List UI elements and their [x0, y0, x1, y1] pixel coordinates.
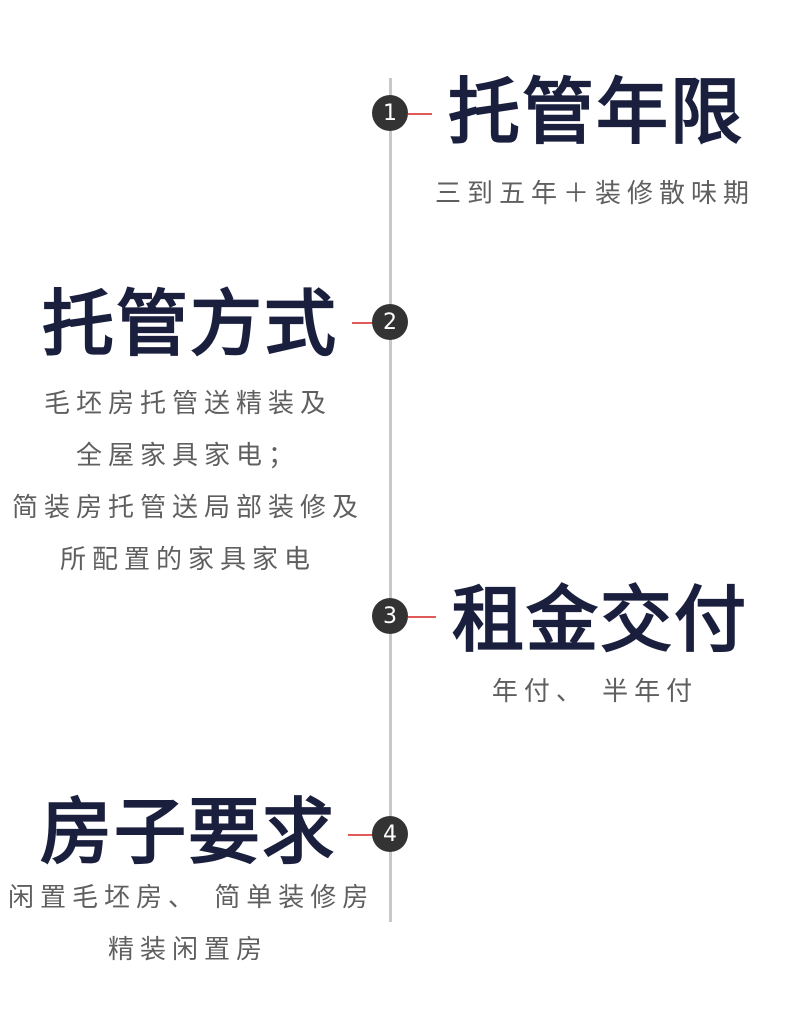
node-number: 3 [383, 603, 397, 629]
desc-line: 年付、 半年付 [491, 677, 699, 707]
desc-line: 精装闲置房 [107, 935, 268, 965]
desc-line: 三到五年＋装修散味期 [434, 179, 755, 209]
node-number: 1 [383, 100, 397, 126]
section-title-2: 托管方式 [42, 282, 339, 366]
desc-line: 所配置的家具家电 [59, 545, 316, 575]
section-title-3: 租金交付 [452, 578, 749, 662]
connector-2 [352, 322, 374, 324]
section-desc-2: 毛坯房托管送精装及 全屋家具家电； 简装房托管送局部装修及 所配置的家具家电 [8, 378, 368, 586]
connector-3 [408, 616, 436, 618]
node-number: 2 [383, 309, 397, 335]
section-title-4: 房子要求 [40, 790, 337, 874]
timeline-node-4: 4 [372, 816, 408, 852]
section-desc-3: 年付、 半年付 [440, 666, 750, 718]
desc-line: 闲置毛坯房、 简单装修房 [8, 883, 375, 913]
timeline-node-2: 2 [372, 304, 408, 340]
section-desc-4: 闲置毛坯房、 简单装修房 精装闲置房 [8, 872, 368, 976]
desc-line: 简装房托管送局部装修及 [11, 493, 364, 523]
connector-1 [408, 113, 432, 115]
connector-4 [348, 834, 374, 836]
section-title-1: 托管年限 [448, 70, 745, 154]
section-desc-1: 三到五年＋装修散味期 [430, 168, 760, 220]
node-number: 4 [383, 821, 397, 847]
timeline-node-1: 1 [372, 95, 408, 131]
timeline-line [389, 78, 392, 922]
desc-line: 毛坯房托管送精装及 [43, 389, 332, 419]
desc-line: 全屋家具家电； [75, 441, 300, 471]
timeline-node-3: 3 [372, 598, 408, 634]
